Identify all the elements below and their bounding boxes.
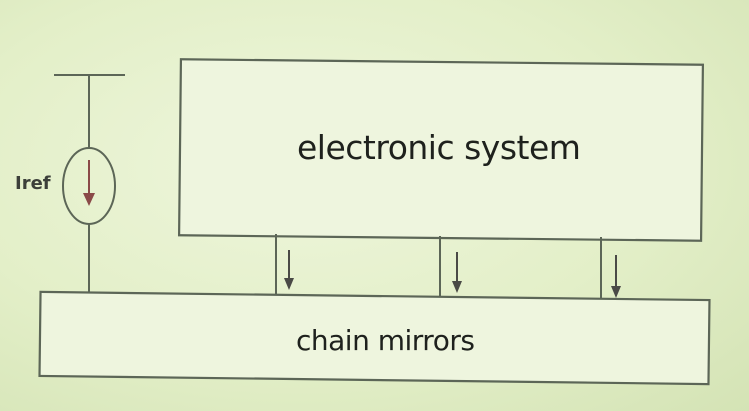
mirror-branch-1 xyxy=(275,234,294,301)
current-source-arrow-head xyxy=(83,193,95,206)
chain-mirrors-box xyxy=(38,290,711,386)
electronic-system-label: electronic system xyxy=(297,128,580,167)
current-source-label: Iref xyxy=(15,173,51,194)
chain-mirrors-label: chain mirrors xyxy=(296,324,474,357)
branch-arrow-head xyxy=(284,278,294,290)
mirror-branch-3 xyxy=(600,237,621,305)
branch-arrow-head xyxy=(611,286,621,298)
mirror-branch-2 xyxy=(439,236,462,303)
branch-arrow-head xyxy=(452,281,462,293)
